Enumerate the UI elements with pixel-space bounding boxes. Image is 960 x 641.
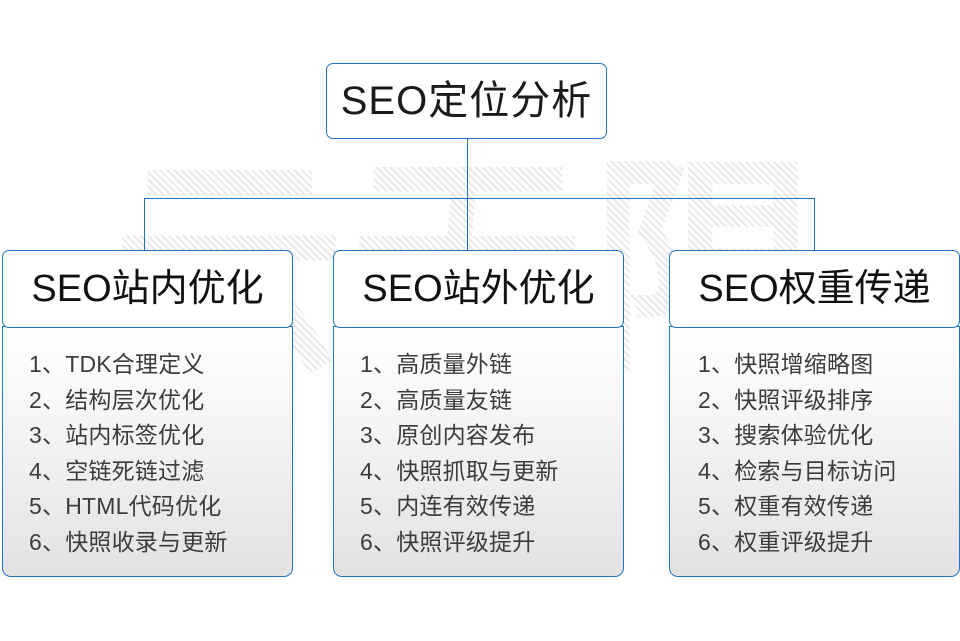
list-item: 3、站内标签优化 [29,422,205,448]
branch-column-2: SEO站外优化 1、高质量外链 2、高质量友链 3、原创内容发布 4、快照抓取与… [333,250,624,577]
list-item: 5、内连有效传递 [360,493,536,519]
branch-body-3: 1、快照增缩略图 2、快照评级排序 3、搜索体验优化 4、检索与目标访问 5、权… [669,326,960,577]
branch-header-label-2: SEO站外优化 [362,268,595,310]
root-node[interactable]: SEO定位分析 [326,63,607,139]
list-item: 5、HTML代码优化 [29,493,222,519]
branch-header-label-3: SEO权重传递 [698,268,931,310]
branch-item-list-2: 1、高质量外链 2、高质量友链 3、原创内容发布 4、快照抓取与更新 5、内连有… [334,347,649,560]
branch-header-label-1: SEO站内优化 [31,268,264,310]
connector-drop-column-1 [144,198,145,250]
branch-header-3[interactable]: SEO权重传递 [669,250,960,328]
list-item: 2、高质量友链 [360,386,513,413]
list-item: 1、TDK合理定义 [29,351,205,377]
list-item: 3、原创内容发布 [360,422,536,448]
branch-body-2: 1、高质量外链 2、高质量友链 3、原创内容发布 4、快照抓取与更新 5、内连有… [333,326,624,577]
list-item: 6、权重评级提升 [698,528,874,555]
list-item: 1、高质量外链 [360,351,513,377]
branch-column-3: SEO权重传递 1、快照增缩略图 2、快照评级排序 3、搜索体验优化 4、检索与… [669,250,960,577]
branch-body-1: 1、TDK合理定义 2、结构层次优化 3、站内标签优化 4、空链死链过滤 5、H… [2,326,293,577]
connector-drop-column-3 [814,198,815,250]
list-item: 5、权重有效传递 [698,493,874,519]
branch-column-1: SEO站内优化 1、TDK合理定义 2、结构层次优化 3、站内标签优化 4、空链… [2,250,293,577]
root-node-title: SEO定位分析 [340,79,593,123]
list-item: 4、空链死链过滤 [29,457,205,484]
list-item: 3、搜索体验优化 [698,422,874,448]
list-item: 6、快照评级提升 [360,528,536,555]
branch-item-list-1: 1、TDK合理定义 2、结构层次优化 3、站内标签优化 4、空链死链过滤 5、H… [3,347,318,560]
branch-header-1[interactable]: SEO站内优化 [2,250,293,328]
list-item: 4、快照抓取与更新 [360,457,559,484]
branch-item-list-3: 1、快照增缩略图 2、快照评级排序 3、搜索体验优化 4、检索与目标访问 5、权… [670,347,960,560]
list-item: 2、快照评级排序 [698,386,874,413]
branch-header-2[interactable]: SEO站外优化 [333,250,624,328]
list-item: 4、检索与目标访问 [698,457,897,484]
list-item: 2、结构层次优化 [29,386,205,413]
list-item: 1、快照增缩略图 [698,351,874,377]
connector-trunk-vertical [467,139,468,199]
list-item: 6、快照收录与更新 [29,528,228,555]
connector-drop-column-2 [467,198,468,250]
connector-horizontal-bus [144,198,815,199]
